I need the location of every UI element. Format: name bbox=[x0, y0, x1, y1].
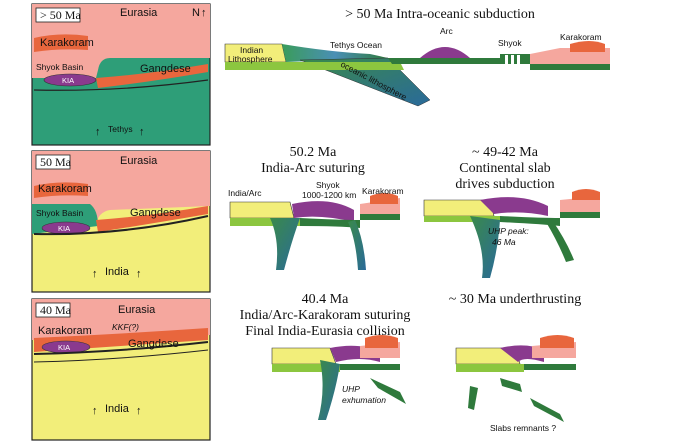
map3-eurasia: Eurasia bbox=[118, 304, 156, 316]
section-5: Slabs remnants ? bbox=[455, 335, 576, 433]
map1-eurasia: Eurasia bbox=[120, 7, 158, 19]
up-arrow-right-icon: ↑ bbox=[136, 268, 142, 280]
map3-age: 40 Ma bbox=[40, 303, 72, 317]
up-arrow-left-icon: ↑ bbox=[92, 405, 98, 417]
title-panel-3-line3: drives subduction bbox=[455, 177, 554, 192]
title-panel-4-line3: Final India-Eurasia collision bbox=[245, 324, 404, 339]
s4-uhp1: UHP bbox=[342, 384, 360, 394]
s2-shyok: Shyok bbox=[316, 180, 340, 190]
map-panel-2: 50 Ma Eurasia Karakoram Shyok Basin KIA … bbox=[31, 150, 211, 293]
map2-kia: KIA bbox=[58, 224, 70, 233]
s2-karakoram: Karakoram bbox=[362, 186, 404, 196]
section-1: Indian Lithosphere Tethys Ocean Arc Shyo… bbox=[224, 26, 610, 107]
map1-kia: KIA bbox=[62, 76, 74, 85]
remnant-slab-2 bbox=[500, 378, 522, 392]
s3-uhp1: UHP peak: bbox=[488, 226, 529, 236]
map2-arrow-label: India bbox=[105, 266, 130, 278]
s5-remnants: Slabs remnants ? bbox=[490, 423, 556, 433]
up-arrow-right-icon: ↑ bbox=[139, 126, 145, 138]
s2-indiaarc: India/Arc bbox=[228, 188, 262, 198]
map1-age: > 50 Ma bbox=[40, 8, 81, 22]
map1-north: N bbox=[192, 7, 200, 19]
up-arrow-left-icon: ↑ bbox=[92, 268, 98, 280]
title-panel-2-line1: 50.2 Ma bbox=[290, 145, 337, 160]
s3-uhp2: 46 Ma bbox=[492, 237, 516, 247]
map2-age: 50 Ma bbox=[40, 155, 72, 169]
title-panel-1: > 50 Ma Intra-oceanic subduction bbox=[345, 7, 535, 22]
gangdese-belt bbox=[96, 64, 208, 88]
up-arrow-right-icon: ↑ bbox=[136, 405, 142, 417]
s1-indian: Indian bbox=[240, 45, 263, 55]
s4-uhp2: exhumation bbox=[342, 395, 386, 405]
s1-karakoram: Karakoram bbox=[560, 32, 602, 42]
north-arrow-icon: ↑ bbox=[201, 7, 207, 19]
map-panel-1: > 50 Ma Eurasia N ↑ Karakoram Shyok Basi… bbox=[31, 3, 211, 146]
map2-shyok: Shyok Basin bbox=[36, 208, 84, 218]
map1-gangdese: Gangdese bbox=[140, 63, 191, 75]
map-panel-3: 40 Ma Eurasia Karakoram KKF(?) KIA Gangd… bbox=[31, 298, 211, 441]
arc-bump bbox=[420, 47, 470, 58]
map3-gangdese: Gangdese bbox=[128, 338, 179, 350]
map1-karakoram: Karakoram bbox=[40, 37, 94, 49]
section-2: India/Arc Shyok 1000-1200 km Karakoram bbox=[228, 180, 404, 270]
s1-shyok: Shyok bbox=[498, 38, 522, 48]
map1-arrow-label: Tethys bbox=[108, 124, 133, 134]
s1-arc: Arc bbox=[440, 26, 454, 36]
s1-tethys: Tethys Ocean bbox=[330, 40, 382, 50]
title-panel-4-line1: 40.4 Ma bbox=[302, 292, 349, 307]
map2-gangdese: Gangdese bbox=[130, 207, 181, 219]
karakoram-belt bbox=[34, 34, 88, 52]
title-panel-2-line2: India-Arc suturing bbox=[261, 161, 365, 176]
section-3: UHP peak: 46 Ma bbox=[423, 189, 600, 278]
map2-eurasia: Eurasia bbox=[120, 155, 158, 167]
map3-kkf: KKF(?) bbox=[112, 322, 139, 332]
title-panel-3-line1: ~ 49-42 Ma bbox=[472, 145, 539, 160]
title-panel-3-line2: Continental slab bbox=[459, 161, 550, 176]
s1-lith: Lithosphere bbox=[228, 54, 273, 64]
title-panel-4-line2: India/Arc-Karakoram suturing bbox=[240, 308, 411, 323]
s2-dist: 1000-1200 km bbox=[302, 190, 356, 200]
up-arrow-left-icon: ↑ bbox=[95, 126, 101, 138]
title-panel-5: ~ 30 Ma underthrusting bbox=[449, 292, 581, 307]
remnant-slab-3 bbox=[530, 398, 564, 422]
section-4: UHP exhumation bbox=[271, 335, 406, 420]
map3-kia: KIA bbox=[58, 343, 70, 352]
map1-shyok: Shyok Basin bbox=[36, 62, 84, 72]
map3-karakoram: Karakoram bbox=[38, 325, 92, 337]
detached-slab bbox=[370, 378, 406, 404]
map2-karakoram: Karakoram bbox=[38, 183, 92, 195]
map3-arrow-label: India bbox=[105, 403, 130, 415]
kia-ellipse bbox=[43, 73, 97, 87]
remnant-slab-1 bbox=[468, 386, 478, 410]
